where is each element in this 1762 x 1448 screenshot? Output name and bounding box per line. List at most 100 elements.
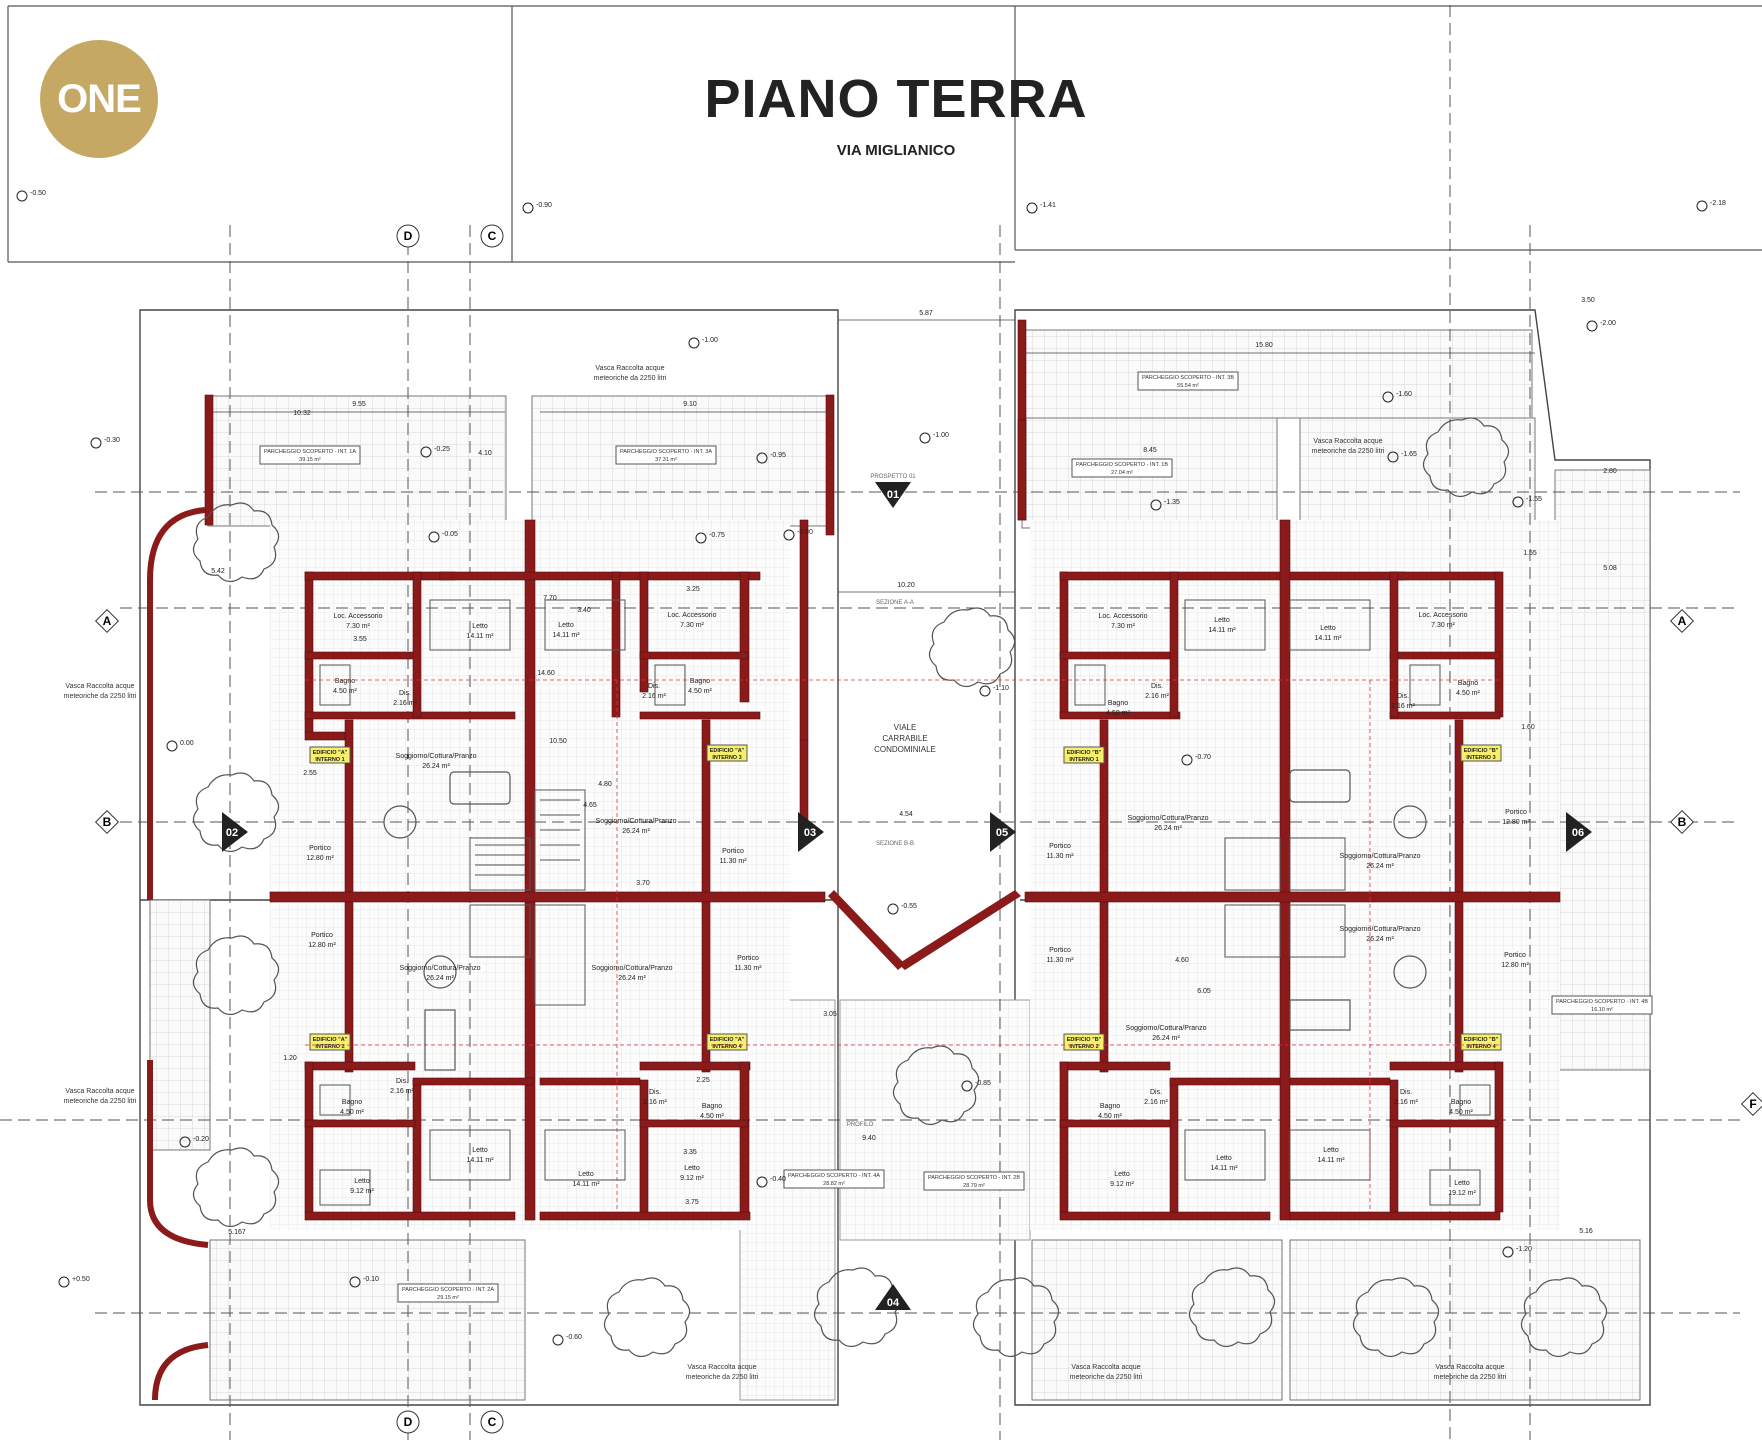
svg-text:Portico: Portico: [722, 848, 744, 855]
svg-text:Bagno: Bagno: [1108, 700, 1128, 707]
svg-text:14.11 m²: 14.11 m²: [1210, 1165, 1238, 1172]
svg-text:PARCHEGGIO SCOPERTO - INT. 3B: PARCHEGGIO SCOPERTO - INT. 3B: [1142, 375, 1234, 381]
svg-text:A: A: [1678, 614, 1687, 628]
svg-text:PARCHEGGIO SCOPERTO - INT. 3A: PARCHEGGIO SCOPERTO - INT. 3A: [620, 449, 712, 455]
svg-text:Dis.: Dis.: [399, 690, 411, 697]
svg-text:-0.90: -0.90: [797, 529, 813, 536]
svg-text:-0.25: -0.25: [434, 446, 450, 453]
svg-text:28.79 m²: 28.79 m²: [963, 1183, 985, 1189]
svg-text:4.50 m²: 4.50 m²: [700, 1113, 724, 1120]
dim-text: 2.55: [303, 770, 317, 777]
dim-text: 4.10: [478, 450, 492, 457]
level-marker: -1.00: [688, 337, 718, 349]
svg-text:Vasca Raccolta acque: Vasca Raccolta acque: [595, 365, 664, 372]
svg-text:4.50 m²: 4.50 m²: [340, 1109, 364, 1116]
dim-text: 5.08: [1603, 565, 1617, 572]
svg-text:Vasca Raccolta acque: Vasca Raccolta acque: [1313, 438, 1382, 445]
svg-text:26.24 m²: 26.24 m²: [1366, 936, 1394, 943]
svg-text:PARCHEGGIO SCOPERTO - INT. 1A: PARCHEGGIO SCOPERTO - INT. 1A: [264, 449, 356, 455]
svg-text:-0.95: -0.95: [770, 452, 786, 459]
svg-text:Letto: Letto: [1323, 1147, 1339, 1154]
svg-text:14.11 m²: 14.11 m²: [552, 632, 580, 639]
svg-text:-1.00: -1.00: [933, 432, 949, 439]
tank-labels: Vasca Raccolta acque meteoriche da 2250 l…: [64, 365, 1507, 1381]
level-marker: -0.40: [756, 1176, 786, 1188]
level-marker: -0.25: [420, 446, 450, 458]
svg-text:Bagno: Bagno: [1458, 680, 1478, 687]
dim-text: 5.42: [211, 568, 225, 575]
svg-text:EDIFICIO "B": EDIFICIO "B": [1464, 748, 1499, 754]
svg-text:4.50 m²: 4.50 m²: [1449, 1109, 1473, 1116]
section-marker-05: 05: [990, 812, 1016, 852]
level-marker: -1.65: [1387, 451, 1417, 463]
svg-text:12.80 m²: 12.80 m²: [1501, 962, 1529, 969]
svg-text:06: 06: [1572, 827, 1584, 839]
svg-text:Soggiorno/Cottura/Pranzo: Soggiorno/Cottura/Pranzo: [1340, 853, 1421, 860]
svg-text:4.50 m²: 4.50 m²: [1456, 690, 1480, 697]
room-a2-dis: Dis.2.16 m²: [390, 1078, 414, 1095]
svg-text:INTERNO 1: INTERNO 1: [1069, 757, 1098, 763]
level-marker: -1.55: [1512, 496, 1542, 508]
svg-text:26.24 m²: 26.24 m²: [618, 975, 646, 982]
svg-text:26.24 m²: 26.24 m²: [426, 975, 454, 982]
svg-text:meteoriche da 2250 litri: meteoriche da 2250 litri: [1434, 1374, 1507, 1381]
svg-text:Letto: Letto: [1216, 1155, 1232, 1162]
svg-text:-0.90: -0.90: [536, 202, 552, 209]
level-marker: -0.90: [783, 529, 813, 541]
grid-bubbles: D C D C A B A B F: [94, 224, 1762, 1434]
profilo-text: PROFILO: [847, 1122, 874, 1128]
svg-text:-0.10: -0.10: [363, 1276, 379, 1283]
dim-text: 3.25: [686, 586, 700, 593]
building-b-floor: [1030, 520, 1560, 1230]
svg-text:39.15 m²: 39.15 m²: [299, 457, 321, 463]
svg-text:INTERNO 4: INTERNO 4: [712, 1044, 742, 1050]
svg-text:D: D: [404, 229, 413, 243]
svg-text:Letto: Letto: [472, 623, 488, 630]
svg-text:14.11 m²: 14.11 m²: [1314, 635, 1342, 642]
prospetto-text: PROSPETTO 01: [870, 474, 916, 480]
section-texts: PROSPETTO 01 SEZIONE A-A SEZIONE B-B PRO…: [847, 474, 916, 1128]
svg-text:-1.20: -1.20: [1516, 1246, 1532, 1253]
svg-text:-1.35: -1.35: [1164, 499, 1180, 506]
svg-text:Portico: Portico: [309, 845, 331, 852]
svg-text:meteoriche da 2250 litri: meteoriche da 2250 litri: [594, 375, 667, 382]
svg-text:Letto: Letto: [1114, 1171, 1130, 1178]
svg-text:11.30 m²: 11.30 m²: [1046, 853, 1074, 860]
svg-text:C: C: [488, 229, 497, 243]
svg-text:Loc. Accessorio: Loc. Accessorio: [1098, 613, 1147, 620]
svg-text:19.12 m²: 19.12 m²: [1448, 1190, 1476, 1197]
svg-text:Dis.: Dis.: [1400, 1089, 1412, 1096]
red-dimension-lines: [305, 679, 1500, 1210]
svg-text:4.50 m²: 4.50 m²: [333, 688, 357, 695]
svg-text:PARCHEGGIO SCOPERTO - INT. 1B: PARCHEGGIO SCOPERTO - INT. 1B: [1076, 462, 1168, 468]
dim-text: 3.50: [1581, 297, 1595, 304]
svg-text:-1.00: -1.00: [702, 337, 718, 344]
svg-text:meteoriche da 2250 litri: meteoriche da 2250 litri: [686, 1374, 759, 1381]
svg-text:14.11 m²: 14.11 m²: [466, 633, 494, 640]
section-marker-01: 01: [875, 482, 911, 508]
svg-text:26.24 m²: 26.24 m²: [1366, 863, 1394, 870]
svg-text:-0.85: -0.85: [975, 1080, 991, 1087]
grid-bubble-a-left: A: [94, 608, 120, 634]
svg-text:2.16 m²: 2.16 m²: [390, 1088, 414, 1095]
svg-text:Vasca Raccolta acque: Vasca Raccolta acque: [1435, 1364, 1504, 1371]
level-marker: -0.90: [522, 202, 552, 214]
